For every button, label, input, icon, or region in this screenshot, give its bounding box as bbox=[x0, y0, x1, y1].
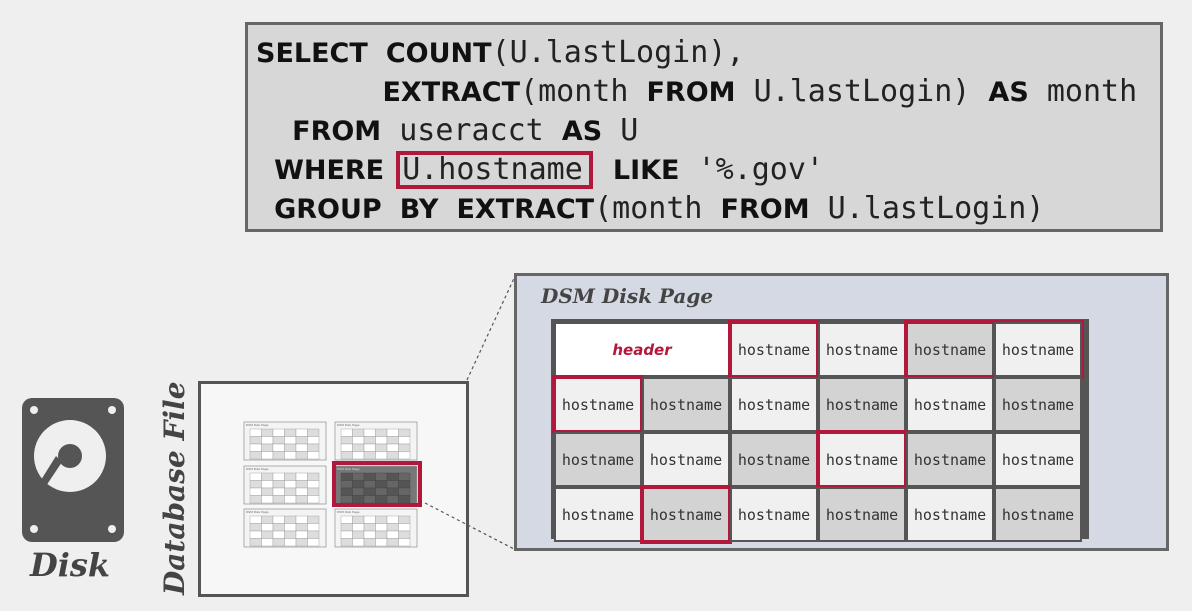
hostname-cell: hostname bbox=[906, 487, 994, 542]
hostname-cell: hostname bbox=[818, 377, 906, 432]
sql-text: (U.lastLogin), bbox=[491, 35, 745, 70]
hostname-cell: hostname bbox=[554, 377, 642, 432]
disk-label: Disk bbox=[30, 546, 111, 584]
sql-text: (month bbox=[520, 74, 647, 109]
hostname-cell: hostname bbox=[642, 487, 730, 542]
thumbnail-caption: DSM Disk Page bbox=[337, 467, 360, 471]
hostname-cell: hostname bbox=[906, 432, 994, 487]
hostname-cell: hostname bbox=[554, 487, 642, 542]
hostname-cell: hostname bbox=[554, 432, 642, 487]
hostname-cell: hostname bbox=[730, 487, 818, 542]
sql-keyword: AS bbox=[988, 77, 1029, 108]
sql-keyword: EXTRACT bbox=[456, 194, 595, 225]
query-line: GROUP BY EXTRACT(month FROM U.lastLogin) bbox=[256, 189, 1044, 229]
sql-text: useracct bbox=[381, 113, 562, 148]
sql-text: U.lastLogin) bbox=[809, 191, 1045, 226]
hostname-cell: hostname bbox=[730, 377, 818, 432]
hostname-cell: hostname bbox=[730, 322, 818, 377]
hostname-cell: hostname bbox=[994, 432, 1082, 487]
thumbnail-caption: DSM Disk Page bbox=[337, 423, 360, 427]
sql-keyword: FROM bbox=[646, 77, 736, 108]
highlighted-column: U.hostname bbox=[396, 151, 593, 189]
dsm-page-title: DSM Disk Page bbox=[541, 284, 714, 308]
hostname-cell: hostname bbox=[994, 377, 1082, 432]
hostname-cell: hostname bbox=[642, 377, 730, 432]
sql-text: U bbox=[602, 113, 639, 148]
thumbnail-caption: DSM Disk Page bbox=[246, 467, 269, 471]
sql-keyword: GROUP bbox=[274, 194, 382, 225]
thumbnail-caption: DSM Disk Page bbox=[246, 423, 269, 427]
hard-disk-icon bbox=[22, 398, 124, 542]
sql-keyword: EXTRACT bbox=[382, 77, 521, 108]
sql-text: U.lastLogin) bbox=[735, 74, 989, 109]
database-page-thumbnail: DSM Disk Page bbox=[334, 508, 418, 548]
hostname-cell: hostname bbox=[730, 432, 818, 487]
page-header-cell: header bbox=[554, 322, 730, 377]
query-line: EXTRACT(month FROM U.lastLogin) AS month bbox=[256, 72, 1137, 112]
sql-keyword: WHERE bbox=[274, 155, 385, 186]
sql-text: (month bbox=[594, 191, 721, 226]
sql-keyword: COUNT bbox=[385, 38, 492, 69]
query-line: WHERE U.hostname LIKE '%.gov' bbox=[256, 150, 824, 190]
sql-keyword: BY bbox=[399, 194, 439, 225]
hostname-cell: hostname bbox=[818, 487, 906, 542]
sql-query-box: SELECT COUNT(U.lastLogin), EXTRACT(month… bbox=[245, 22, 1163, 232]
database-page-thumbnail: DSM Disk Page bbox=[243, 465, 327, 505]
database-page-thumbnail: DSM Disk Page bbox=[334, 421, 418, 461]
sql-keyword: FROM bbox=[292, 116, 382, 147]
sql-text: '%.gov' bbox=[679, 152, 824, 187]
query-line: FROM useracct AS U bbox=[256, 111, 638, 151]
database-page-thumbnail: DSM Disk Page bbox=[243, 421, 327, 461]
sql-text: month bbox=[1028, 74, 1138, 109]
hostname-cell: hostname bbox=[906, 377, 994, 432]
hostname-cell: hostname bbox=[642, 432, 730, 487]
hostname-cell: hostname bbox=[994, 322, 1082, 377]
hostname-cell: hostname bbox=[906, 322, 994, 377]
thumbnail-caption: DSM Disk Page bbox=[246, 510, 269, 514]
database-page-thumbnail: DSM Disk Page bbox=[243, 508, 327, 548]
hostname-cell: hostname bbox=[818, 432, 906, 487]
sql-keyword: AS bbox=[561, 116, 603, 147]
sql-keyword: SELECT bbox=[256, 38, 368, 69]
hostname-cell: hostname bbox=[818, 322, 906, 377]
thumbnail-caption: DSM Disk Page bbox=[337, 510, 360, 514]
hostname-cell: hostname bbox=[994, 487, 1082, 542]
query-line: SELECT COUNT(U.lastLogin), bbox=[256, 33, 744, 73]
sql-keyword: FROM bbox=[720, 194, 810, 225]
sql-keyword: LIKE bbox=[612, 155, 680, 186]
database-page-thumbnail: DSM Disk Page bbox=[334, 465, 418, 505]
selected-page-highlight bbox=[332, 461, 422, 507]
